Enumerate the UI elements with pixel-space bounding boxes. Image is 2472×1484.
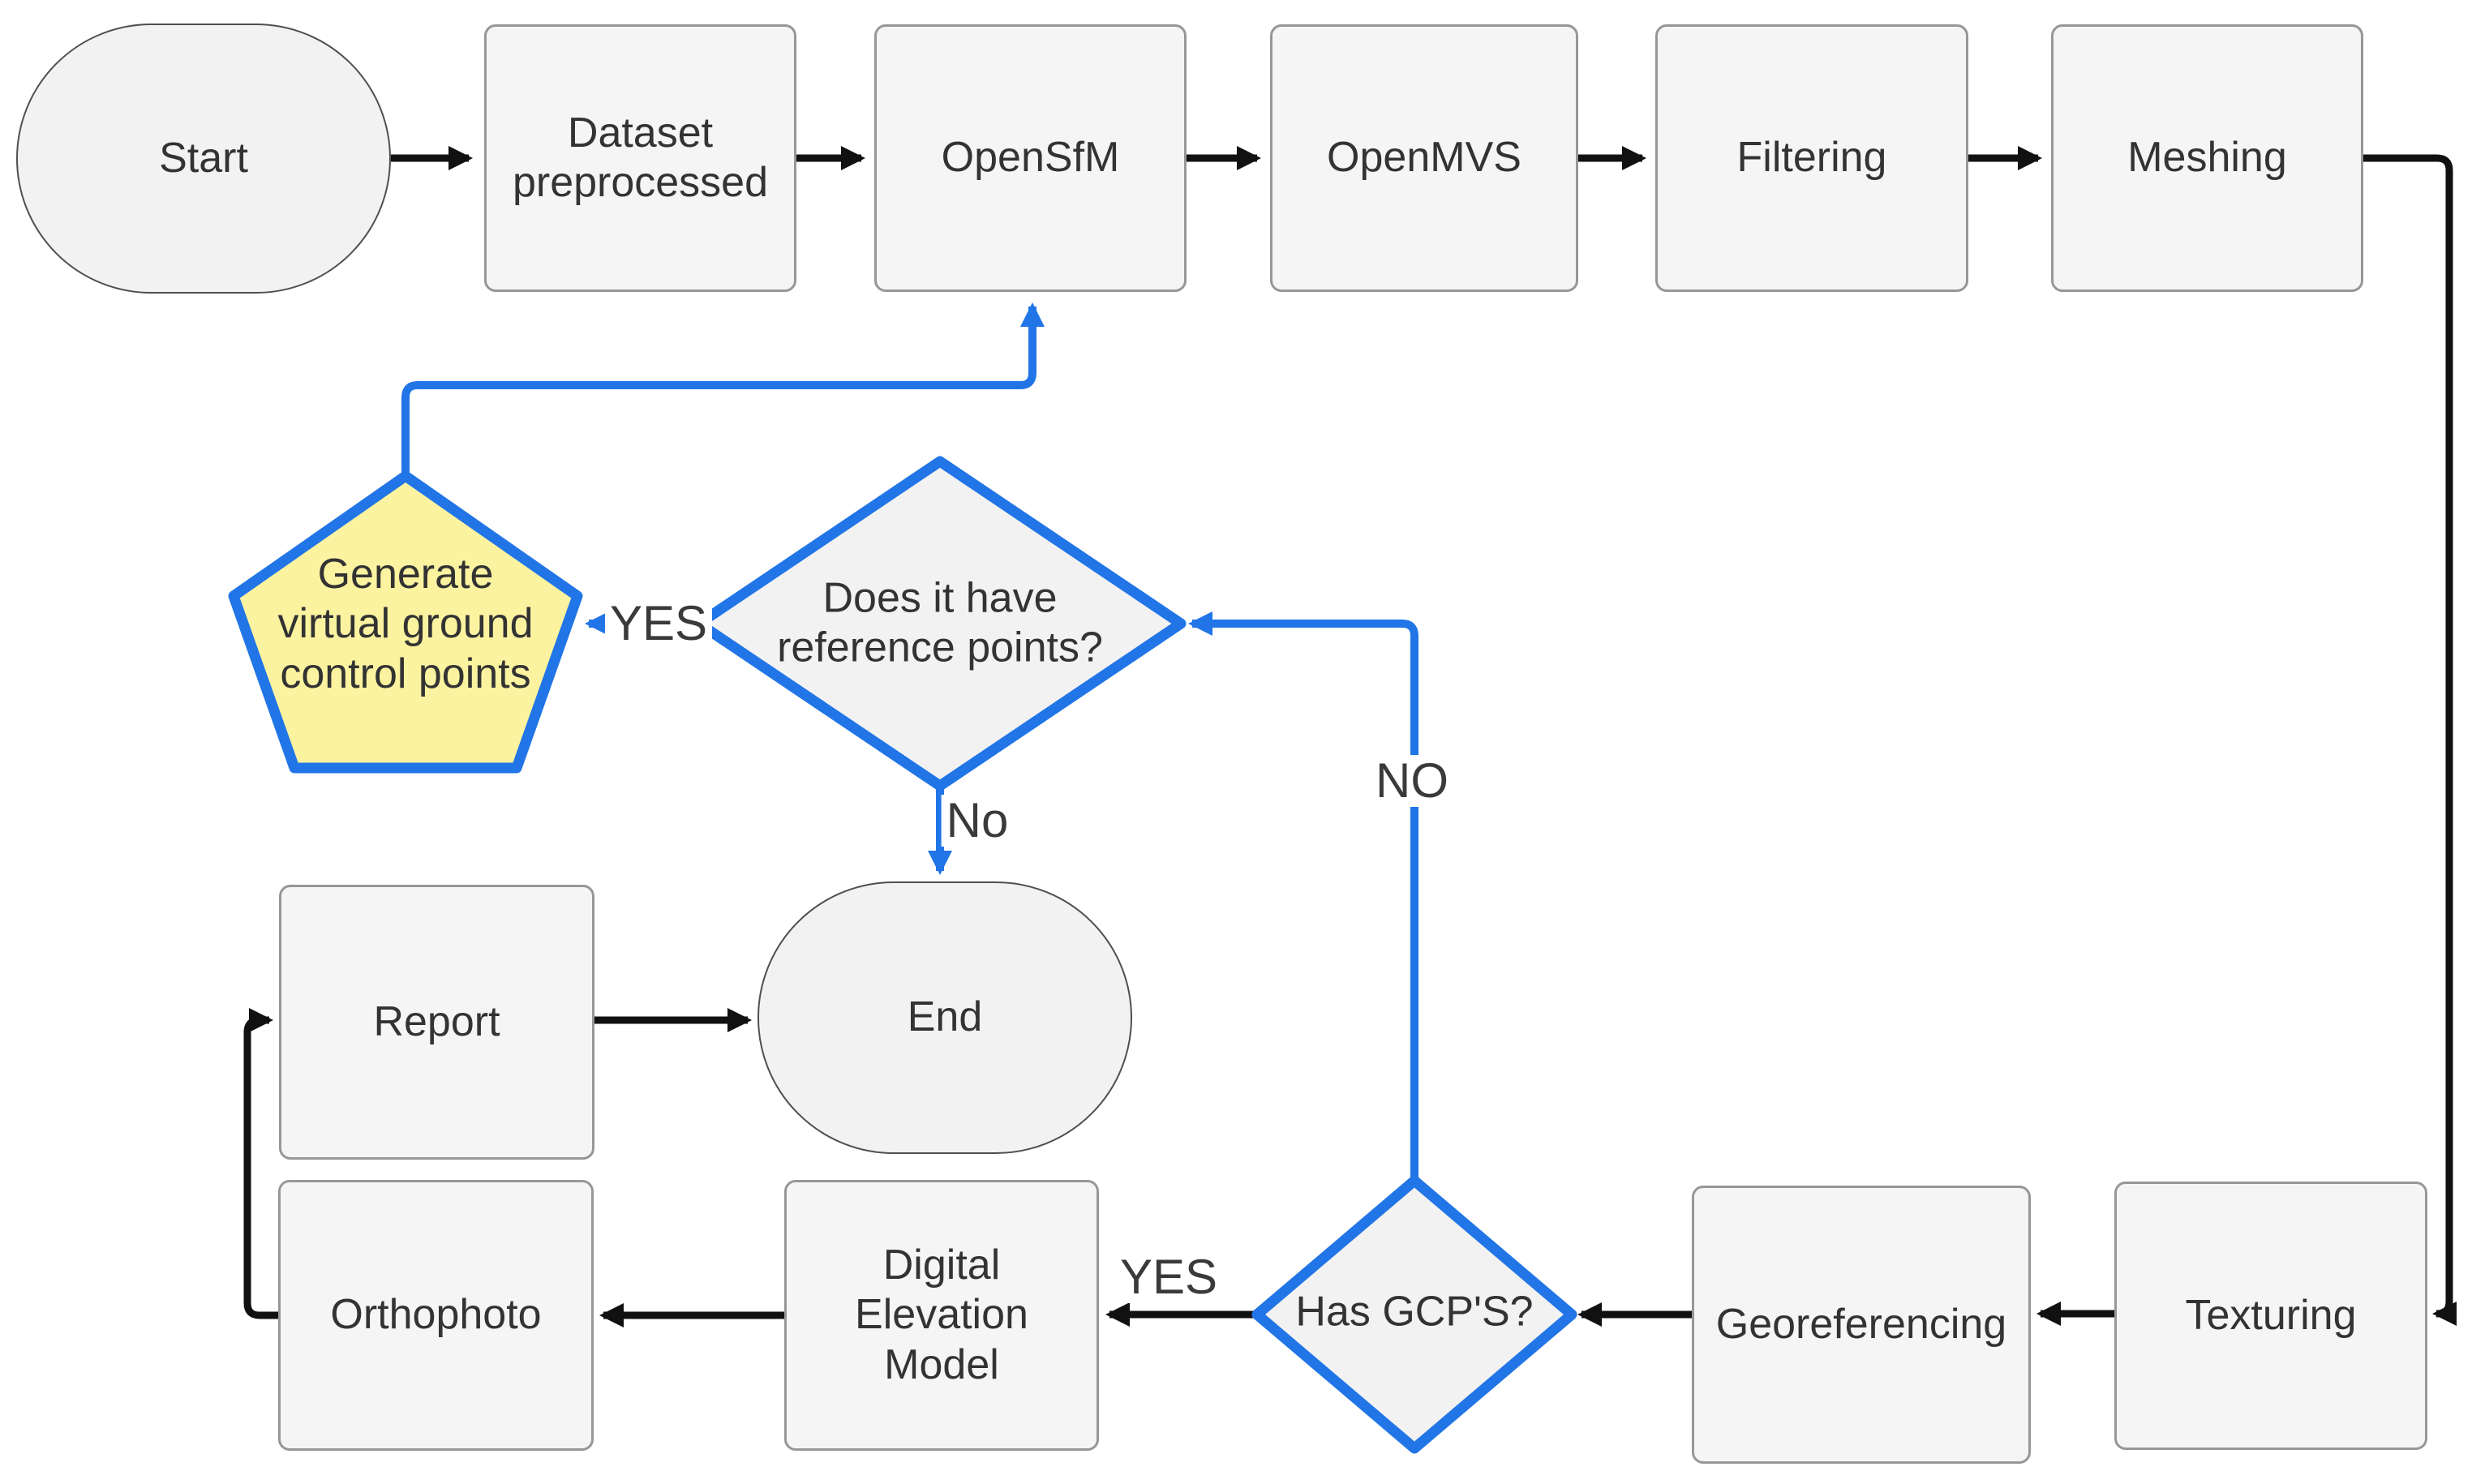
node-openmvs-label: OpenMVS — [1327, 134, 1521, 182]
edge-label-no-reference: No — [941, 793, 1014, 847]
node-meshing: Meshing — [2051, 24, 2363, 292]
node-has-gcps-label-box: Has GCP'S? — [1228, 1287, 1601, 1336]
node-digital-elevation-model: Digital Elevation Model — [784, 1180, 1099, 1451]
decision-ref-points-shape — [693, 456, 1187, 791]
node-meshing-label: Meshing — [2127, 134, 2287, 182]
edge-label-yes-gcps: YES — [1114, 1250, 1223, 1304]
node-orthophoto: Orthophoto — [278, 1180, 594, 1451]
node-end-label: End — [907, 993, 983, 1041]
node-dem-label: Digital Elevation Model — [855, 1241, 1028, 1388]
node-start: Start — [16, 24, 391, 294]
node-georeferencing: Georeferencing — [1692, 1186, 2031, 1464]
node-filtering-label: Filtering — [1736, 134, 1887, 182]
node-filtering: Filtering — [1655, 24, 1968, 292]
node-opensfm-label: OpenSfM — [941, 134, 1120, 182]
node-generate-vgcp-label: Generate virtual ground control points — [277, 550, 534, 697]
node-ref-points-label: Does it have reference points? — [777, 574, 1103, 671]
edge-pentagon-to-opensfm — [401, 302, 1045, 475]
edge-label-no-gcps: NO — [1371, 755, 1453, 807]
node-texturing: Texturing — [2114, 1182, 2427, 1450]
node-report: Report — [279, 885, 594, 1160]
node-ref-points-label-box: Does it have reference points? — [745, 574, 1135, 674]
node-georeferencing-label: Georeferencing — [1715, 1300, 2007, 1348]
node-start-label: Start — [159, 134, 248, 182]
edge-label-yes-reference: YES — [604, 596, 713, 650]
node-generate-vgcp-label-box: Generate virtual ground control points — [260, 550, 551, 699]
node-has-gcps-label: Has GCP'S? — [1295, 1288, 1534, 1336]
edge-label-yes-reference-text: YES — [609, 596, 708, 650]
decision-has-gcps-shape — [1251, 1175, 1577, 1454]
node-orthophoto-label: Orthophoto — [330, 1291, 542, 1339]
node-openmvs: OpenMVS — [1270, 24, 1578, 292]
node-report-label: Report — [373, 997, 500, 1045]
edge-meshing-to-texturing — [2363, 154, 2457, 1326]
pentagon-generate-vgcp-shape — [228, 470, 583, 774]
node-texturing-label: Texturing — [2185, 1291, 2357, 1339]
edge-orthophoto-to-report — [243, 1008, 278, 1319]
edge-hasgcps-no-to-refpoints — [1188, 611, 1418, 1179]
node-opensfm: OpenSfM — [874, 24, 1187, 292]
node-dataset-label: Dataset preprocessed — [512, 109, 769, 206]
node-dataset-preprocessed: Dataset preprocessed — [484, 24, 796, 292]
edge-label-yes-gcps-text: YES — [1119, 1250, 1218, 1304]
edge-label-no-gcps-text: NO — [1375, 753, 1448, 808]
node-end: End — [757, 881, 1132, 1154]
edge-label-no-reference-text: No — [946, 793, 1009, 847]
